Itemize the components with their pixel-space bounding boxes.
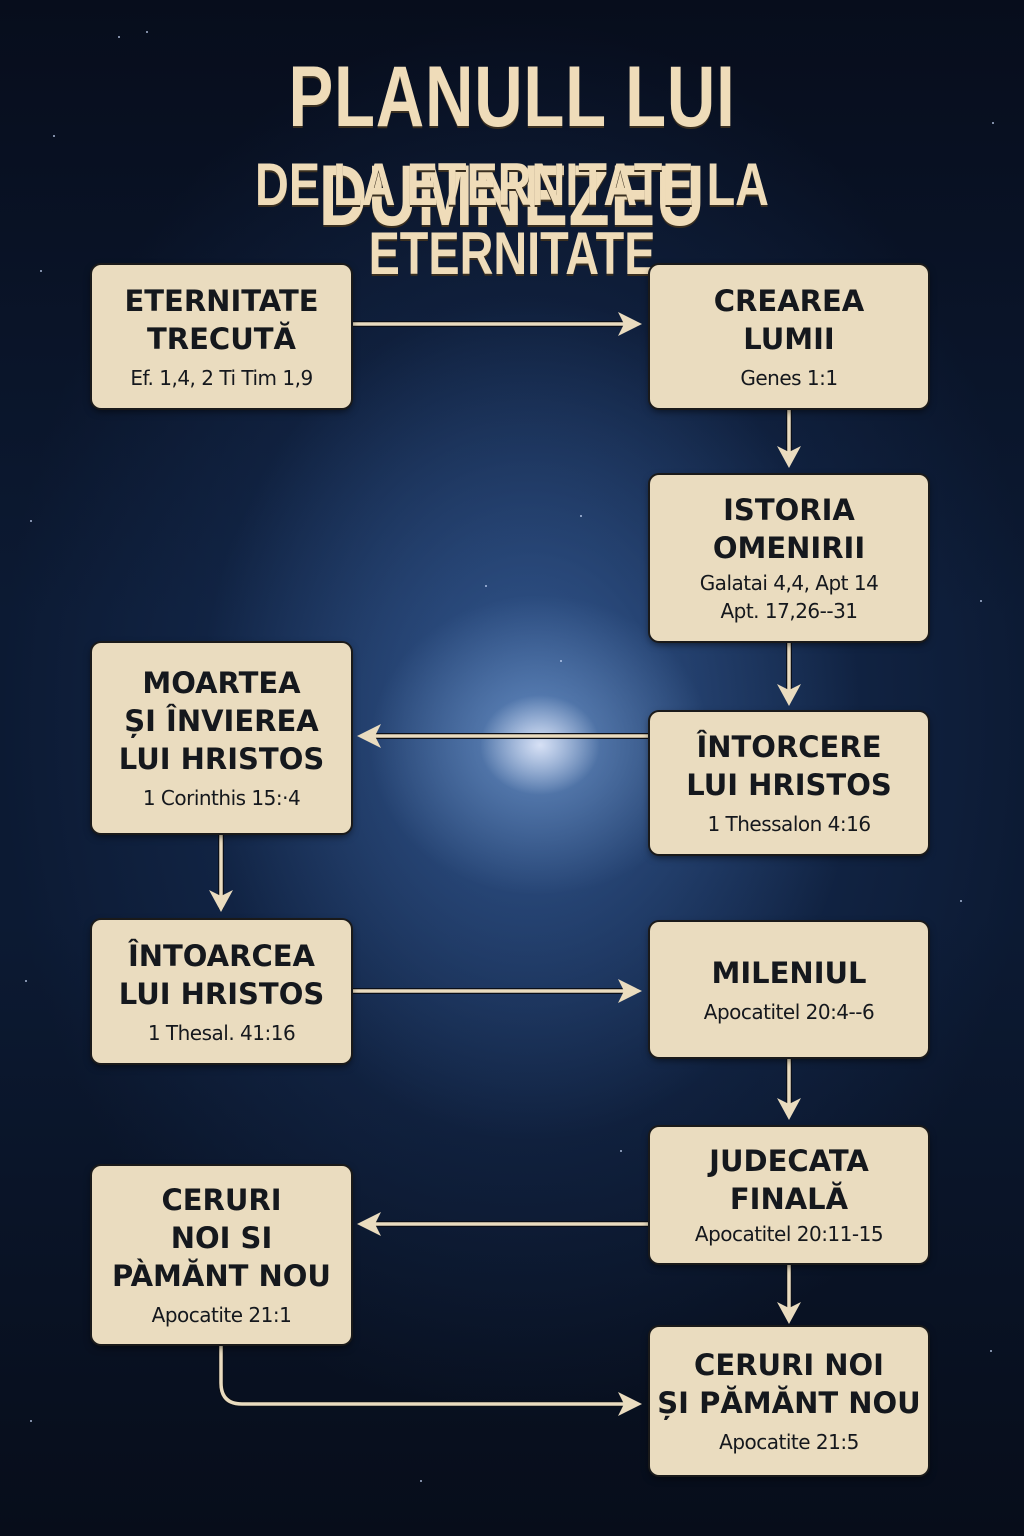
node-intoarcea-lui-hristos: ÎNTOARCEA LUI HRISTOS 1 Thesal. 41:16 [92, 920, 351, 1063]
arrow-lines [219, 322, 791, 1406]
node-reference: Apocatitel 20:4--6 [703, 999, 875, 1024]
arrowhead-right-icon [618, 1392, 642, 1416]
node-heading: CREAREA LUMII [713, 283, 865, 356]
node-judecata-finala: JUDECATA FINALĂ Apocatitel 20:11-15 [650, 1127, 928, 1263]
arrowhead-right-icon [618, 312, 642, 336]
arrowhead-down-icon [209, 890, 233, 912]
node-reference: Ef. 1,4, 2 Ti Tim 1,9 [130, 365, 313, 390]
node-reference: Apocatite 21:5 [719, 1430, 859, 1454]
arrowhead-down-icon [777, 1098, 801, 1120]
arrowhead-down-icon [777, 446, 801, 468]
arrowhead-down-icon [777, 1302, 801, 1324]
node-heading: MILENIUL [711, 955, 867, 990]
node-istoria-omenirii: ISTORIA OMENIRII Galatai 4,4, Apt 14 Apt… [650, 475, 928, 641]
node-reference: Galatai 4,4, Apt 14 Apt. 17,26--31 [699, 571, 879, 623]
node-heading: JUDECATA FINALĂ [709, 1144, 869, 1216]
node-reference: Genes 1:1 [740, 365, 838, 390]
arrowhead-left-icon [357, 1212, 381, 1236]
arrowhead-down-icon [777, 684, 801, 706]
node-heading: ÎNTORCERE LUI HRISTOS [686, 730, 892, 802]
node-reference: 1 Thessalon 4:16 [707, 812, 871, 836]
node-heading: CERURI NOI SI PÀMĂNT NOU [112, 1183, 331, 1293]
node-heading: MOARTEA ȘI ÎNVIEREA LUI HRISTOS [118, 666, 325, 776]
arrow-ceruri-left-to-ceruri-right [219, 1342, 632, 1406]
node-mileniul: MILENIUL Apocatitel 20:4--6 [650, 922, 928, 1057]
node-heading: CERURI NOI ȘI PĂMĂNT NOU [657, 1348, 921, 1420]
page-subtitle: DE LA ETERNITATE LA ETERNITATE [255, 151, 769, 287]
node-heading: ISTORIA OMENIRII [712, 493, 866, 565]
node-reference: 1 Corinthis 15:·4 [142, 786, 301, 810]
arrowhead-left-icon [357, 724, 381, 748]
page-title: PLANULL LUI DUMNEZEU [288, 49, 736, 244]
node-ceruri-noi-left: CERURI NOI SI PÀMĂNT NOU Apocatite 21:1 [92, 1166, 351, 1344]
node-heading: ÎNTOARCEA LUI HRISTOS [118, 938, 325, 1011]
node-heading: ETERNITATE TRECUTĂ [124, 283, 319, 356]
node-ceruri-noi-right: CERURI NOI ȘI PĂMĂNT NOU Apocatite 21:5 [650, 1327, 928, 1475]
node-reference: Apocatite 21:1 [151, 1303, 292, 1327]
node-moartea-si-invierea: MOARTEA ȘI ÎNVIEREA LUI HRISTOS 1 Corint… [92, 643, 351, 833]
node-reference: 1 Thesal. 41:16 [147, 1020, 296, 1045]
node-eternitate-trecuta: ETERNITATE TRECUTĂ Ef. 1,4, 2 Ti Tim 1,9 [92, 265, 351, 408]
node-crearea-lumii: CREAREA LUMII Genes 1:1 [650, 265, 928, 408]
arrowheads [209, 312, 801, 1416]
node-intorcere-lui-hristos: ÎNTORCERE LUI HRISTOS 1 Thessalon 4:16 [650, 712, 928, 854]
node-reference: Apocatitel 20:11-15 [694, 1222, 884, 1246]
arrowhead-right-icon [618, 979, 642, 1003]
